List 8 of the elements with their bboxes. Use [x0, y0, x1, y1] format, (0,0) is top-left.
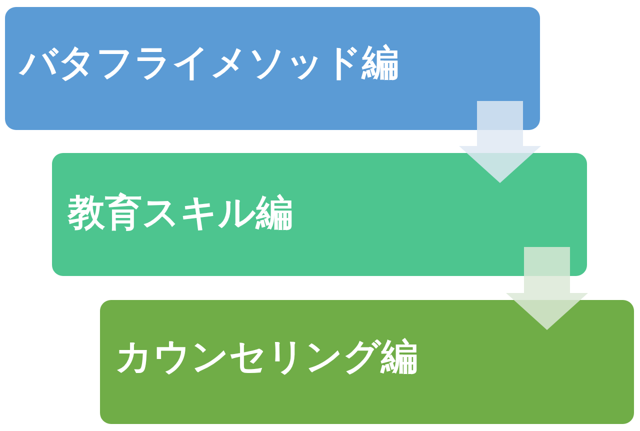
step-box: [5, 7, 540, 130]
step-title: 教育スキル編: [68, 191, 293, 236]
step-title: バタフライメソッド編: [20, 41, 399, 86]
down-arrow: [506, 247, 588, 330]
down-arrow: [459, 101, 541, 183]
step-box: [52, 153, 587, 276]
step-box: [100, 300, 634, 424]
step-title: カウンセリング編: [115, 334, 418, 380]
